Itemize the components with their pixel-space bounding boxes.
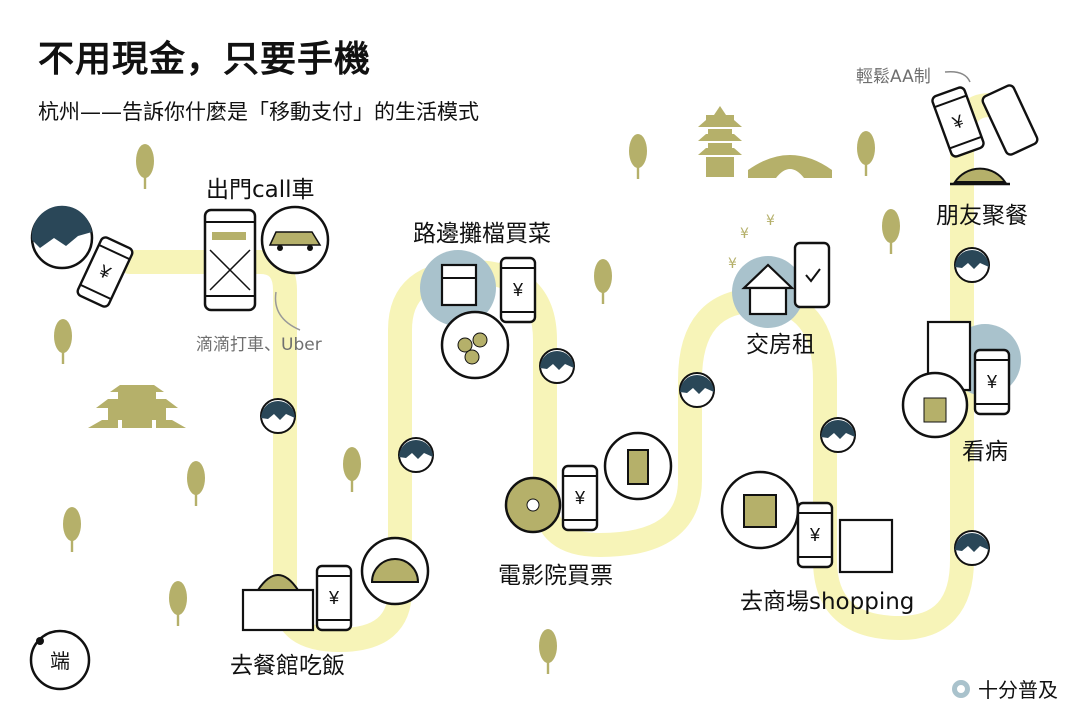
taxi-apps-note: 滴滴打車、Uber [196,335,322,355]
tree-icon [343,447,361,492]
walker-face-icon [820,417,856,453]
stop-label: 看病 [962,439,1008,465]
house-rent-icon: ¥ ¥ ¥ [728,213,831,328]
temple-icon [88,385,186,428]
film-reel-icon [504,431,673,534]
stop-label: 去餐館吃飯 [230,653,345,679]
split-bill-note: 輕鬆AA制 [856,67,931,87]
hospital-medicine-icon [901,320,1021,439]
stop-label: 交房租 [746,332,815,358]
shopping-bag-icon [720,470,894,574]
legend-ring-icon [952,679,970,698]
walker-face-icon [679,372,715,408]
pagoda-icon [698,106,742,177]
legend: 十分普及 [952,674,1058,703]
ride-hailing-phone-icon [203,205,330,331]
stop-label: 電影院買票 [498,563,613,589]
tree-icon [882,209,900,254]
walker-face-icon [398,437,434,473]
stop-label: 朋友聚餐 [936,203,1028,229]
walker-face-icon [260,398,296,434]
tree-icon [63,507,81,552]
svg-text:¥: ¥ [766,213,775,229]
restaurant-cloche-icon [241,536,430,632]
dinner-cloche-icon [929,70,1039,186]
walker-face-icon [954,530,990,566]
bridge-icon [748,155,832,178]
stop-label: 去商場shopping [740,589,915,615]
tree-icon [169,581,187,626]
svg-text:¥: ¥ [728,256,737,272]
publisher-logo-icon: 端 [29,629,91,691]
tree-icon [594,259,612,304]
market-stall-icon [420,250,537,380]
page-title: 不用現金，只要手機 [38,39,372,80]
tree-icon [54,319,72,364]
life-path [118,93,1002,652]
walker-face-icon [954,247,990,283]
tree-icon [629,134,647,179]
walker-face-icon [539,348,575,384]
tree-icon [857,131,875,176]
svg-text:¥: ¥ [740,226,749,242]
stop-label: 路邊攤檔買菜 [413,221,551,247]
start-person-icon [30,205,136,310]
tree-icon [136,144,154,189]
tree-icon [539,629,557,674]
svg-text:端: 端 [50,649,70,673]
tree-icon [187,461,205,506]
stop-label: 出門call車 [206,177,315,203]
page-subtitle: 杭州——告訴你什麼是「移動支付」的生活模式 [38,100,479,124]
legend-label: 十分普及 [978,678,1058,702]
